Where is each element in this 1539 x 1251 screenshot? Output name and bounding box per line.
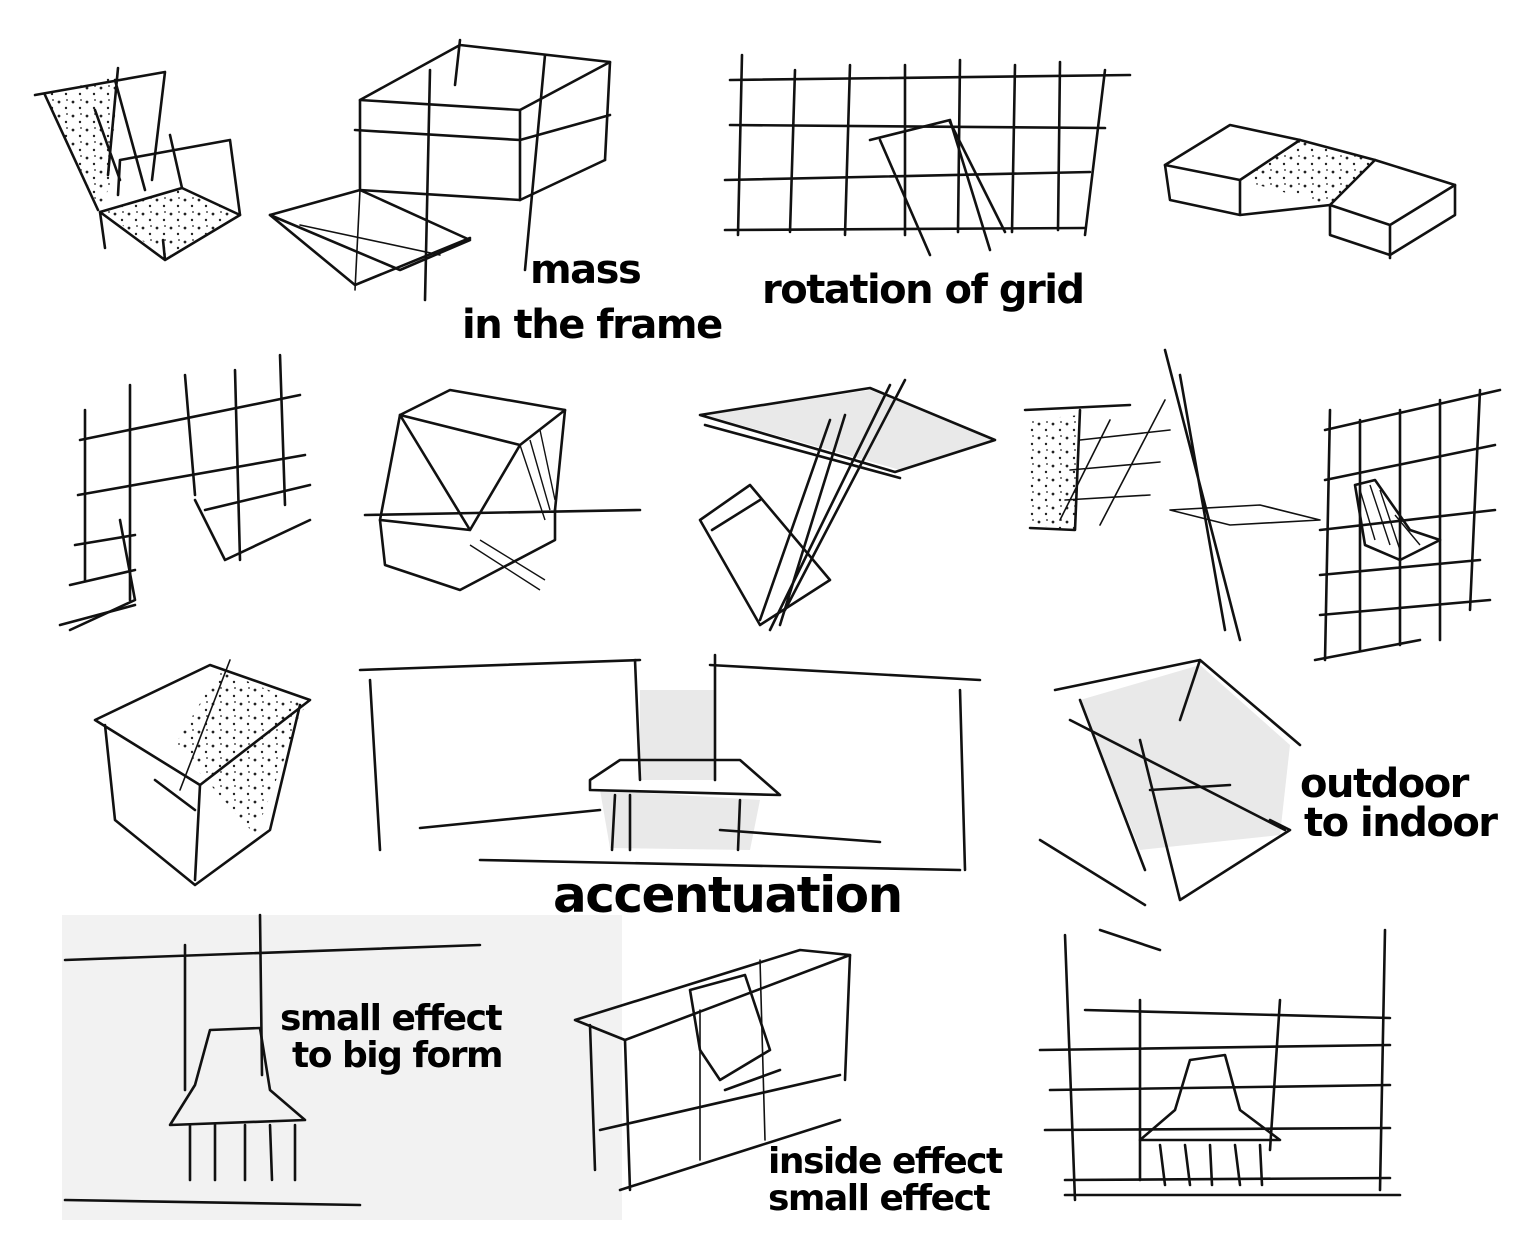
label-rotation-of-grid: rotation of grid — [762, 267, 1084, 313]
sketch-grid-inserted-volume — [1313, 388, 1502, 662]
label-to-big-form: to big form — [292, 1035, 502, 1076]
sketch-grid-pavilion — [1038, 928, 1402, 1202]
label-small-effect: small effect — [280, 998, 502, 1039]
sketch-outdoor-indoor — [1038, 658, 1302, 952]
sketch-triangulated-box — [363, 388, 642, 592]
sketch-blocks — [1163, 123, 1457, 260]
sketch-inside-effect — [573, 948, 852, 1192]
label-inside-effect: inside effect — [768, 1141, 1003, 1182]
label-to-indoor: to indoor — [1304, 800, 1498, 846]
label-accentuation: accentuation — [553, 866, 902, 924]
sketch-folded-planes — [33, 66, 242, 262]
sketch-rotation-of-grid — [723, 53, 1132, 257]
sketch-small-effect-big-form — [62, 913, 622, 1220]
sketch-accentuation — [358, 653, 982, 872]
sketch-dotted-cube — [93, 659, 312, 887]
sketch-crossing-planes — [698, 378, 997, 632]
label-mass: mass — [530, 247, 640, 293]
sketch-slanted-ladder — [1023, 348, 1321, 642]
label-small-effect-2: small effect — [768, 1178, 990, 1219]
label-in-the-frame: in the frame — [462, 302, 722, 348]
sketch-grid-opening — [58, 353, 312, 632]
label-outdoor: outdoor — [1300, 761, 1470, 807]
sketch-mass-in-frame — [268, 38, 612, 302]
